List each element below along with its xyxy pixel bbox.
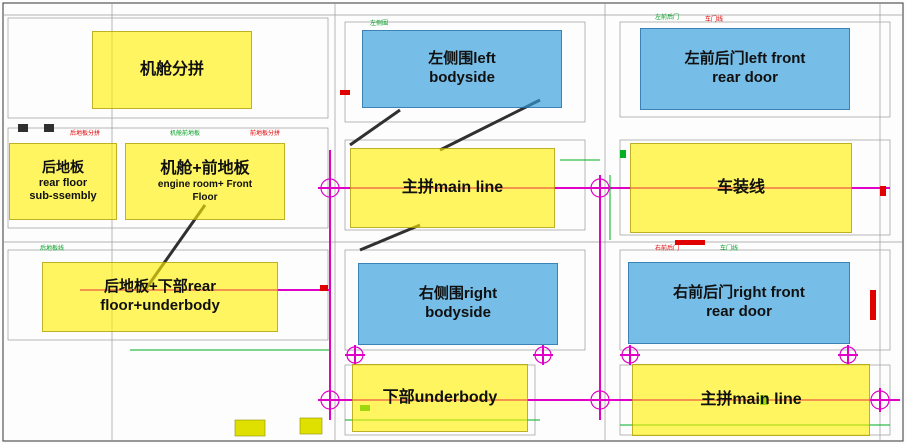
zone-right-bodyside-label-line1: 右侧围right	[418, 285, 498, 303]
zone-main-line-bottom-label: 主拼main line	[700, 391, 802, 408]
zone-left-front-rear-door-label-line2: rear door	[712, 69, 778, 86]
zone-rear-floor-underbody-label-line1: 后地板+下部rear	[103, 278, 217, 296]
zone-left-front-rear-door-label-line1: 左前后门left front	[684, 50, 806, 68]
zone-left-bodyside-label-line1: 左侧围left	[428, 50, 496, 68]
zone-right-bodyside: 右侧围right bodyside	[358, 263, 558, 345]
zone-rear-floor-underbody: 后地板+下部rear floor+underbody	[42, 262, 278, 332]
cad-label-left-door: 左前后门	[655, 15, 680, 21]
zone-underbody: 下部underbody	[352, 364, 528, 432]
zone-left-bodyside: 左侧围left bodyside	[362, 30, 562, 108]
cad-label-left-bodyside: 左侧围	[370, 21, 389, 27]
zone-main-line-bottom: 主拼main line	[632, 364, 870, 436]
zone-rear-floor-subassembly-label-line2: rear floor	[38, 176, 88, 189]
zone-cabin-subassembly: 机舱分拼	[92, 31, 252, 109]
zone-right-front-rear-door: 右前后门right front rear door	[628, 262, 850, 344]
zone-engine-room-front-floor-label-line3: Floor	[192, 191, 218, 203]
zone-door-assembly-line: 车装线	[630, 143, 852, 233]
cad-label-door: 车门线	[720, 246, 739, 252]
zone-left-front-rear-door: 左前后门left front rear door	[640, 28, 850, 110]
zone-engine-room-front-floor-label-line2: engine room+ Front	[157, 179, 253, 190]
zone-right-front-rear-door-label-line1: 右前后门right front	[673, 284, 805, 302]
zone-main-line-top-label: 主拼main line	[401, 179, 504, 196]
cad-label-door-line: 车门线	[705, 17, 724, 23]
zone-main-line-top: 主拼main line	[350, 148, 555, 228]
cad-label-right-door: 右前后门	[655, 246, 680, 252]
zone-rear-floor-underbody-label-line2: floor+underbody	[100, 297, 220, 314]
zone-rear-floor-subassembly-label-line1: 后地板	[42, 159, 84, 175]
cad-label-front-floor: 前地板分拼	[250, 131, 281, 137]
cad-label-rear-floor: 后地板线	[40, 246, 65, 252]
zone-rear-floor-subassembly: 后地板 rear floor sub-ssembly	[9, 143, 117, 220]
zone-engine-room-front-floor-label-line1: 机舱+前地板	[160, 160, 250, 177]
zone-right-front-rear-door-label-line2: rear door	[706, 303, 772, 320]
zone-rear-floor-subassembly-label-line3: sub-ssembly	[29, 190, 97, 203]
zone-left-bodyside-label-line2: bodyside	[429, 69, 495, 86]
cad-label-rear-floor-subassembly: 后地板分拼	[70, 131, 101, 137]
zone-cabin-subassembly-label: 机舱分拼	[139, 61, 204, 78]
cad-label-engine-room-front-floor: 机舱前地板	[170, 131, 201, 137]
zone-door-assembly-line-label: 车装线	[716, 179, 765, 196]
zone-right-bodyside-label-line2: bodyside	[425, 304, 491, 321]
zone-engine-room-front-floor: 机舱+前地板 engine room+ Front Floor	[125, 143, 285, 220]
zone-underbody-label: 下部underbody	[382, 389, 498, 406]
